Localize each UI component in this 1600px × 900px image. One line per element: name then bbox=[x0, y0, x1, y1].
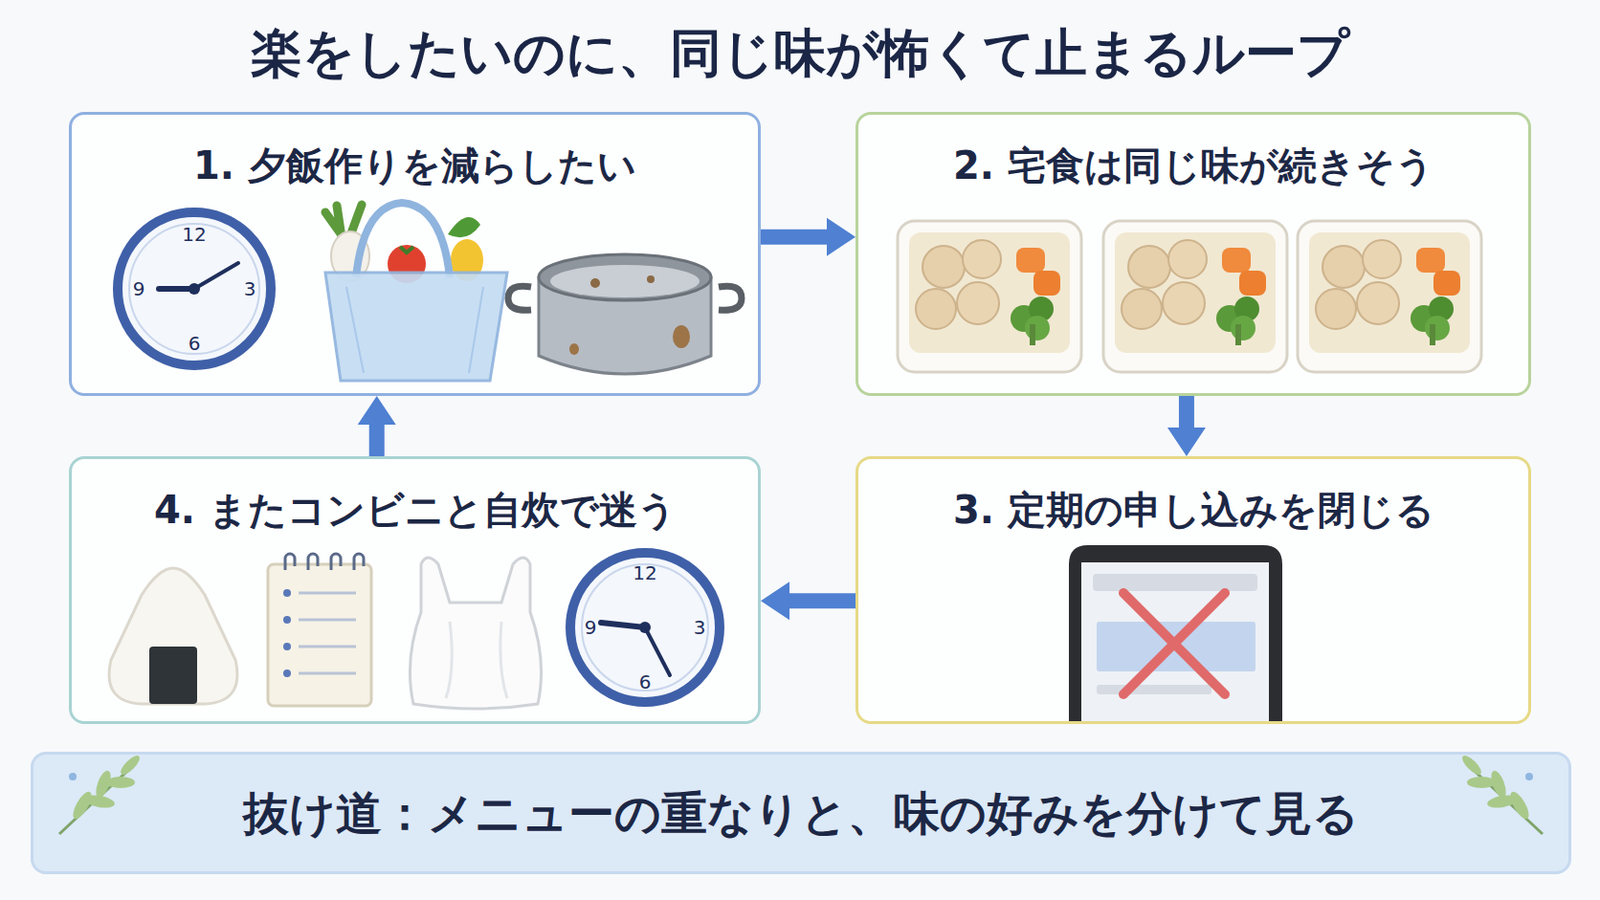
flow-arrow bbox=[357, 396, 397, 457]
flow-arrow bbox=[760, 581, 856, 621]
flow-arrow bbox=[760, 218, 856, 257]
clock-number: 3 bbox=[244, 279, 257, 299]
clock-number: 3 bbox=[693, 618, 707, 638]
hint-band: 抜け道：メニューの重なりと、味の好みを分けて見る bbox=[30, 752, 1572, 875]
clock-number: 9 bbox=[133, 279, 146, 299]
clock-number: 6 bbox=[188, 333, 201, 354]
step-heading: 3. 定期の申し込みを閉じる bbox=[953, 486, 1435, 534]
step-heading: 2. 宅食は同じ味が続きそう bbox=[953, 141, 1435, 190]
step-heading: 1. 夕飯作りを減らしたい bbox=[193, 141, 637, 190]
step-box: 2. 宅食は同じ味が続きそう bbox=[855, 111, 1532, 397]
step-box: 3. 定期の申し込みを閉じる bbox=[855, 456, 1532, 725]
step-box: 4. またコンビニと自炊で迷う bbox=[68, 456, 761, 725]
clock-number: 12 bbox=[181, 224, 206, 245]
flow-arrow bbox=[1167, 396, 1206, 457]
clock-number: 12 bbox=[632, 563, 657, 583]
clock-number: 9 bbox=[584, 618, 598, 638]
hint-text: 抜け道：メニューの重なりと、味の好みを分けて見る bbox=[243, 784, 1359, 843]
clock-number: 6 bbox=[639, 672, 652, 692]
step-heading: 4. またコンビニと自炊で迷う bbox=[154, 486, 677, 534]
step-box: 1. 夕飯作りを減らしたい bbox=[68, 111, 761, 397]
title: 楽をしたいのに、同じ味が怖くて止まるループ bbox=[0, 22, 1600, 86]
